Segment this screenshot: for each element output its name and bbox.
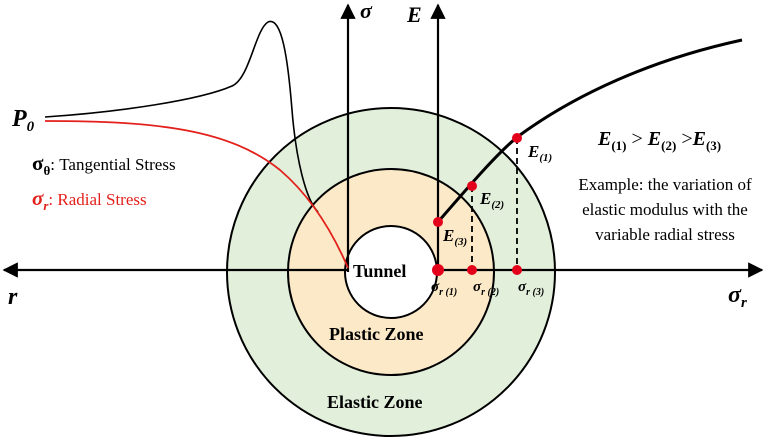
plastic-zone-label: Plastic Zone xyxy=(329,324,424,344)
radial-stress-legend: σr: Radial Stress xyxy=(32,186,147,213)
marker-sigma-r2 xyxy=(467,265,477,275)
sigma-r1-label: σr (1) xyxy=(431,279,457,298)
sigma-r-axis-label: σr xyxy=(728,282,747,311)
modulus-relation: E(1) > E(2) >E(3) xyxy=(597,128,721,153)
radial-stress-curve xyxy=(44,120,349,269)
marker-e1 xyxy=(512,133,522,143)
e-axis-label: E xyxy=(406,2,422,27)
p0-label: P0 xyxy=(11,106,35,135)
r-axis-label: r xyxy=(8,284,18,310)
marker-e2 xyxy=(467,181,477,191)
example-line-1: Example: the variation of xyxy=(578,175,752,194)
e1-point-label: E(1) xyxy=(527,142,552,164)
example-line-3: variable radial stress xyxy=(595,225,735,244)
tangential-stress-curve xyxy=(44,20,319,213)
marker-sigma-r3 xyxy=(512,265,522,275)
e2-point-label: E(2) xyxy=(479,189,504,211)
tangential-stress-legend: σθ: Tangential Stress xyxy=(32,151,176,178)
elastic-zone-label: Elastic Zone xyxy=(327,392,423,412)
sigma-axis-label: σ xyxy=(360,0,373,23)
sigma-r3-label: σr (3) xyxy=(518,279,544,298)
marker-e3 xyxy=(433,217,443,227)
marker-sigma-r1 xyxy=(432,264,444,276)
e3-point-label: E(3) xyxy=(442,226,467,248)
sigma-r2-label: σr (2) xyxy=(473,279,499,298)
example-line-2: elastic modulus with the xyxy=(582,200,748,219)
tunnel-label: Tunnel xyxy=(353,261,406,281)
